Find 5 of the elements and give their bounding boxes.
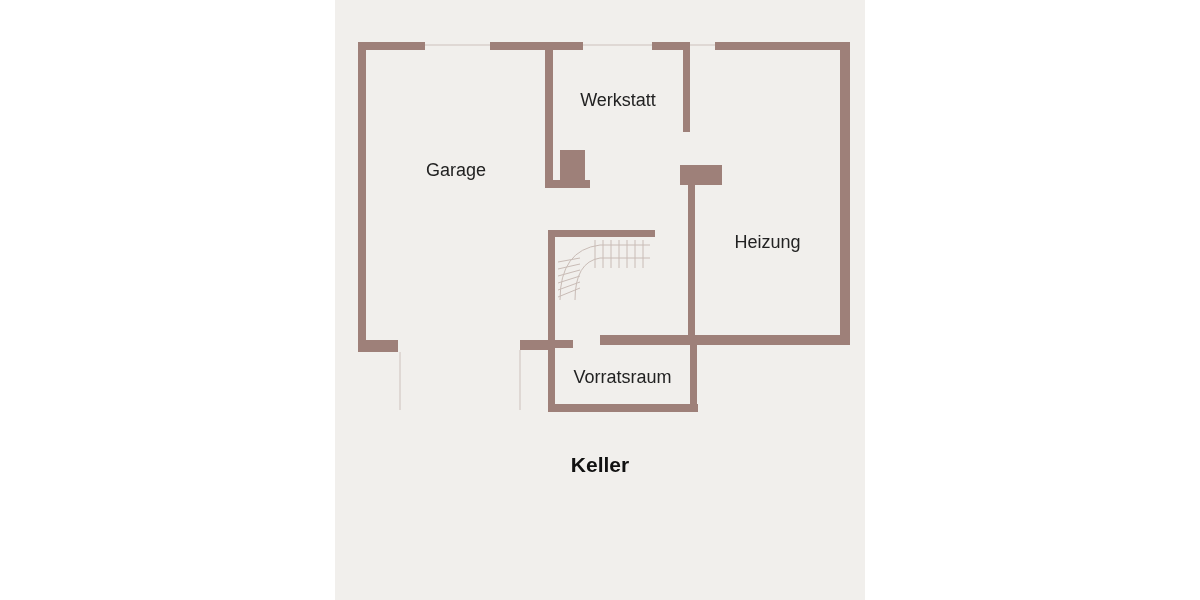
plan-title: Keller	[570, 453, 630, 476]
room-label: Heizung	[734, 232, 801, 253]
room-label: Vorratsraum	[573, 367, 672, 388]
room-label: Werkstatt	[580, 89, 656, 111]
room-label: Garage	[425, 159, 486, 181]
